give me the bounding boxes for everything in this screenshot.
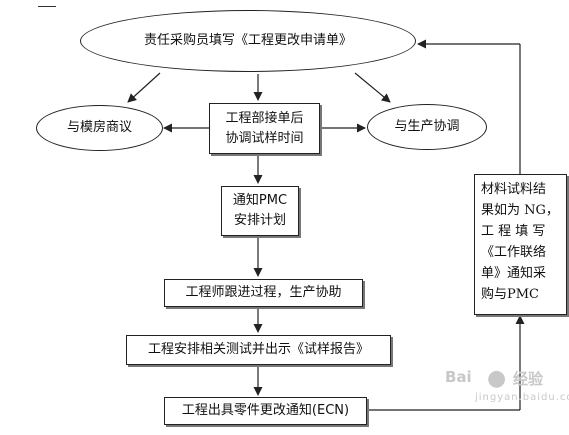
ng-feedback-label: 材料试料结 果如为 NG， 工 程 填 写 《工作联络 单》通知采 购与PMC xyxy=(481,182,559,302)
production-coord-label: 与生产协调 xyxy=(394,119,460,134)
watermark-brand-left: Bai xyxy=(445,368,472,386)
test-report-label: 工程安排相关测试并出示《试样报告》 xyxy=(147,342,369,357)
watermark-url: jingyan.baidu.com xyxy=(475,392,569,403)
engineer-follow-label: 工程师跟进过程，生产协助 xyxy=(185,285,342,300)
start-label: 责任采购员填写《工程更改申请单》 xyxy=(143,33,352,48)
ecn-label: 工程出具零件更改通知(ECN) xyxy=(181,403,350,418)
ecn-box: 工程出具零件更改通知(ECN) xyxy=(164,397,367,425)
engineering-dept-box: 工程部接单后 协调试样时间 xyxy=(209,103,320,154)
watermark-logo: Bai ● 经验 jingyan.baidu.com xyxy=(445,366,569,418)
mold-shop-ellipse: 与模房商议 xyxy=(36,105,163,151)
top-left-dash xyxy=(38,6,56,7)
watermark-brand-right: 经验 xyxy=(513,370,544,388)
engineering-dept-label: 工程部接单后 协调试样时间 xyxy=(225,110,304,146)
notify-pmc-label: 通知PMC 安排计划 xyxy=(232,193,288,228)
arrow-start-to-production xyxy=(354,72,391,103)
ng-feedback-box: 材料试料结 果如为 NG， 工 程 填 写 《工作联络 单》通知采 购与PMC xyxy=(474,174,567,315)
paw-icon: ● xyxy=(487,366,507,391)
arrow-start-to-mold-shop xyxy=(127,72,161,103)
test-report-box: 工程安排相关测试并出示《试样报告》 xyxy=(126,335,391,365)
production-coord-ellipse: 与生产协调 xyxy=(367,104,487,150)
start-ellipse: 责任采购员填写《工程更改申请单》 xyxy=(80,10,416,72)
notify-pmc-box: 通知PMC 安排计划 xyxy=(221,186,299,236)
engineer-follow-box: 工程师跟进过程，生产协助 xyxy=(164,279,363,307)
mold-shop-label: 与模房商议 xyxy=(66,120,132,135)
